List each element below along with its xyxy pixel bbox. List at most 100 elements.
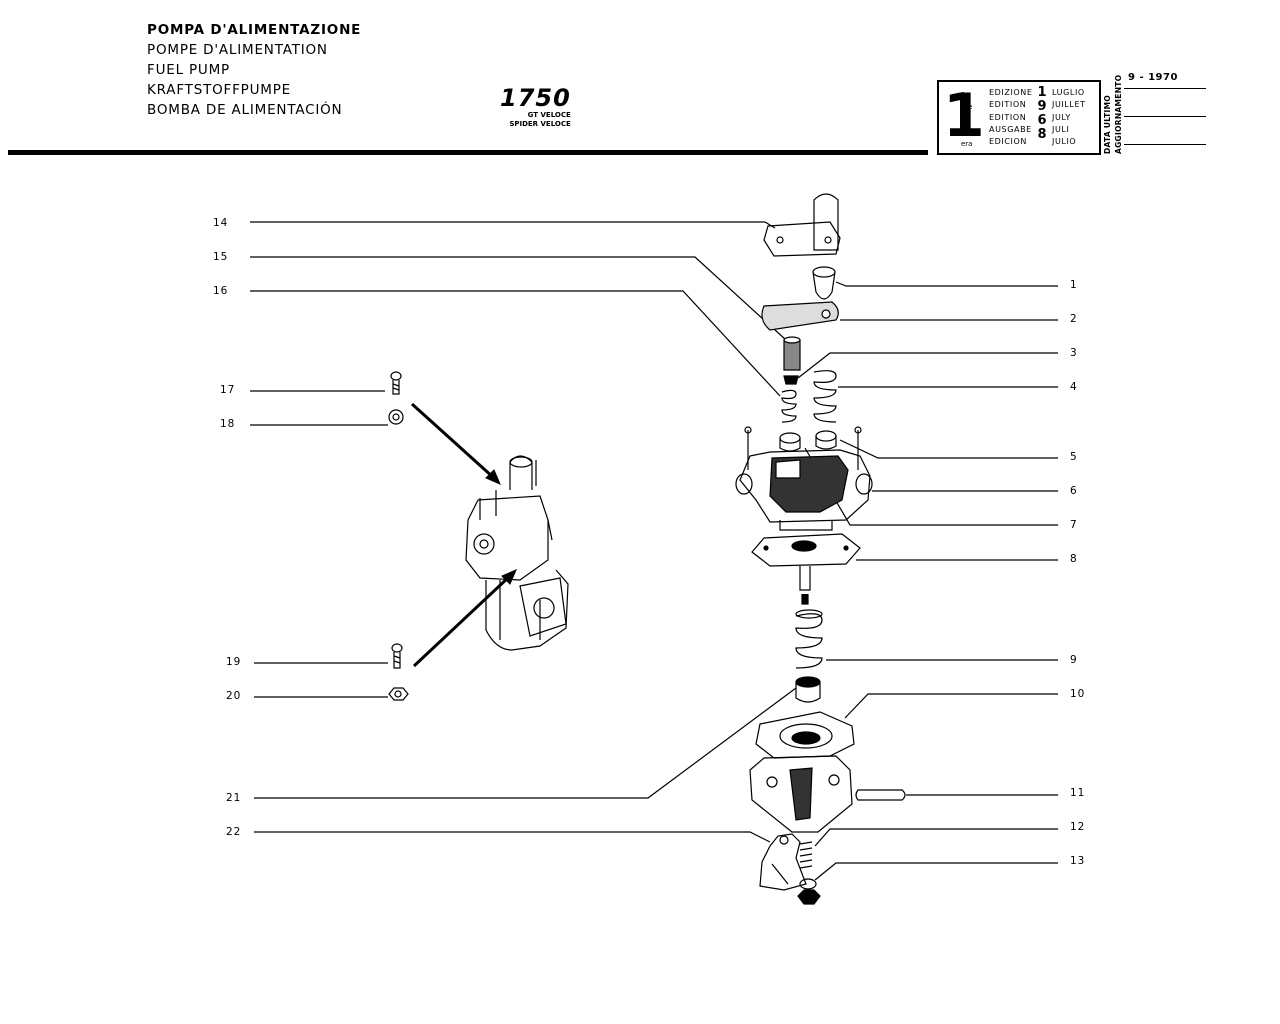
header-rule: [8, 150, 928, 155]
screw-17: [390, 371, 402, 395]
callout-21: 21: [226, 792, 242, 804]
edition-months: LUGLIO JUILLET JULY JULI JULIO: [1052, 87, 1086, 148]
callout-4: 4: [1070, 381, 1078, 393]
leader-3: [797, 352, 1058, 379]
leader-10: [844, 693, 1058, 719]
callout-19: 19: [226, 656, 242, 668]
part-6-pump-body: [735, 426, 873, 531]
callout-17: 17: [220, 384, 236, 396]
callout-11: 11: [1070, 787, 1086, 799]
leader-13: [814, 862, 1058, 881]
edition-box: 1 a ere st . era EDIZIONE EDITION EDITIO…: [937, 80, 1101, 155]
callout-10: 10: [1070, 688, 1086, 700]
model-variant-gt: GT VELOCE: [527, 111, 571, 119]
part-4-spring: [813, 370, 837, 423]
edition-label: EDIZIONE: [989, 88, 1033, 97]
leader-lines-right: [797, 281, 1058, 881]
part-9-spring: [795, 609, 823, 669]
part-10-housing: [749, 711, 855, 833]
edition-year-digit: 8: [1037, 127, 1047, 142]
update-line: [1124, 88, 1206, 89]
edition-label: EDITION: [989, 112, 1027, 122]
edition-numeral: 1: [943, 81, 985, 151]
model-variant-spider: SPIDER VELOCE: [509, 120, 571, 128]
leader-15: [250, 256, 787, 341]
callout-14: 14: [213, 217, 229, 229]
title-english: FUEL PUMP: [147, 62, 230, 78]
title-german: KRAFTSTOFFPUMPE: [147, 82, 292, 98]
part-15-filter: [783, 336, 801, 371]
callout-15: 15: [213, 251, 229, 263]
callout-9: 9: [1070, 654, 1078, 666]
leader-21: [254, 687, 797, 799]
arrow-lower: [412, 574, 512, 668]
callout-16: 16: [213, 285, 229, 297]
callout-7: 7: [1070, 519, 1078, 531]
update-line: [1124, 116, 1206, 117]
leader-22: [254, 831, 771, 843]
edition-year-digit: 1: [1037, 85, 1047, 100]
part-8-diaphragm: [751, 533, 861, 605]
callout-20: 20: [226, 690, 242, 702]
part-21-seal: [795, 676, 821, 703]
edition-suffix: era: [961, 140, 973, 148]
edition-month: JUILLET: [1052, 100, 1086, 110]
callout-12: 12: [1070, 821, 1086, 833]
callout-6: 6: [1070, 485, 1078, 497]
part-14-cover: [763, 193, 841, 257]
leader-5: [839, 439, 1058, 459]
callout-22: 22: [226, 826, 242, 838]
part-2-screen: [761, 301, 839, 331]
edition-month: JULY: [1052, 112, 1071, 122]
arrow-upper-head: [485, 469, 501, 485]
edition-year-digit: 6: [1037, 113, 1047, 128]
title-french: POMPE D'ALIMENTATION: [147, 42, 328, 58]
lockwasher-18: [388, 409, 404, 425]
callout-3: 3: [1070, 347, 1078, 359]
part-22-lever: [759, 833, 807, 891]
part-5-valve: [815, 430, 837, 450]
edition-year-digit: 9: [1037, 99, 1047, 114]
screw-19: [391, 643, 403, 669]
nut-20: [388, 687, 409, 701]
edition-year: 1 9 6 8: [1036, 86, 1048, 142]
part-13-nut: [797, 878, 821, 905]
leader-lines-left: [250, 221, 797, 843]
arrow-upper: [410, 402, 496, 480]
edition-labels: EDIZIONE EDITION EDITION AUSGABE EDICION: [989, 87, 1033, 148]
part-7-valve: [779, 432, 801, 452]
arrow-lower-head: [501, 569, 517, 585]
callout-1: 1: [1070, 279, 1078, 291]
title-block: POMPA D'ALIMENTAZIONE POMPE D'ALIMENTATI…: [147, 20, 361, 120]
callout-5: 5: [1070, 451, 1078, 463]
part-11-pin: [855, 789, 906, 801]
edition-month: LUGLIO: [1052, 88, 1085, 97]
edition-suffix: a: [961, 90, 966, 98]
title-italian: POMPA D'ALIMENTAZIONE: [147, 22, 362, 38]
assembly-arrows: [410, 402, 517, 668]
edition-month: JULI: [1052, 124, 1070, 134]
edition-label: AUSGABE: [989, 124, 1032, 134]
callout-18: 18: [220, 418, 236, 430]
update-line: [1124, 144, 1206, 145]
assembled-pump: [465, 455, 569, 651]
edition-label: EDICION: [989, 137, 1028, 147]
title-spanish: BOMBA DE ALIMENTACIÓN: [147, 102, 343, 118]
edition-suffix: ere: [961, 102, 973, 111]
leader-16: [250, 290, 781, 397]
part-3-retainer: [783, 375, 799, 385]
part-16-spring: [781, 389, 797, 423]
edition-label: EDITION: [989, 100, 1027, 110]
model-number: 1750: [500, 84, 571, 112]
leader-1: [835, 281, 1058, 287]
update-date: 9 - 1970: [1128, 72, 1178, 83]
edition-suffixes: a ere st . era: [961, 88, 972, 151]
edition-month: JULIO: [1052, 137, 1077, 147]
callout-2: 2: [1070, 313, 1078, 325]
leader-14: [250, 221, 776, 229]
part-1-plug: [812, 266, 836, 300]
part-12-spring: [799, 841, 813, 869]
edition-suffix: .: [961, 127, 964, 136]
model-badge: 1750 GT VELOCE SPIDER VELOCE: [500, 86, 571, 128]
